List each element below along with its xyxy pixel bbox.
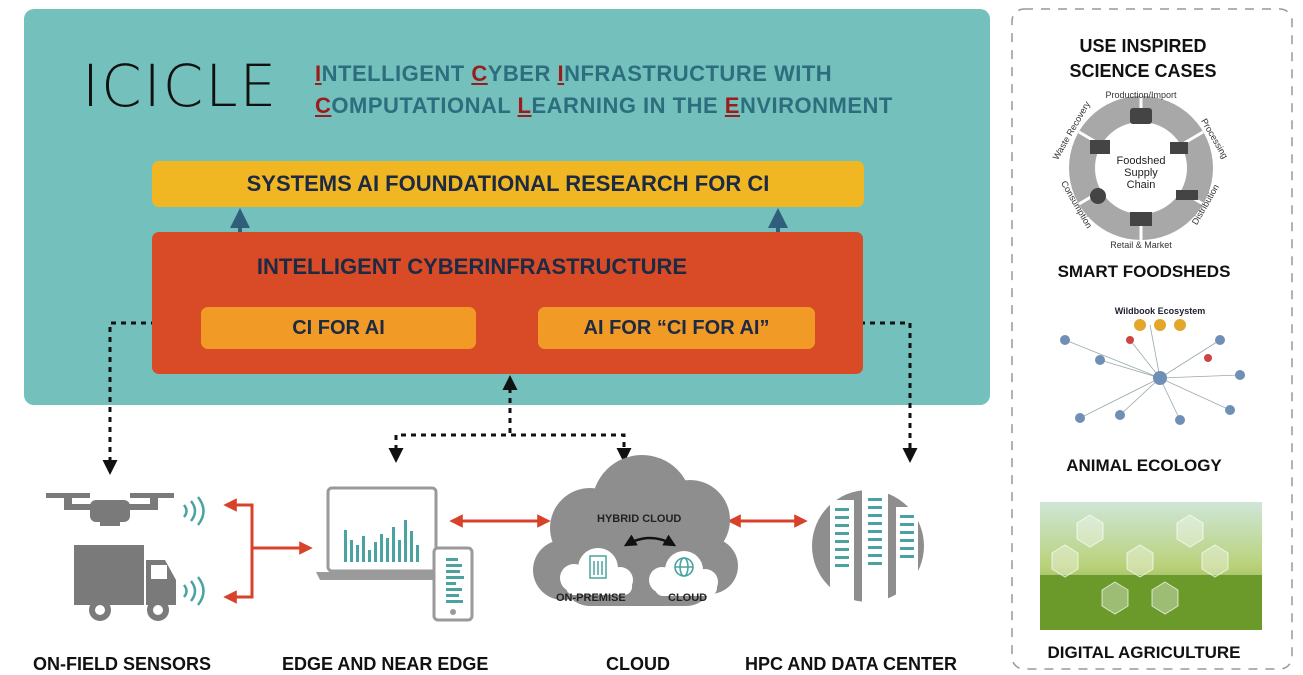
drone-icon: [46, 493, 174, 526]
laptop-icon: [316, 486, 450, 580]
dotted-center-branch: [388, 433, 632, 463]
foodshed-center: Foodshed: [1117, 155, 1166, 167]
ai-for-ci-for-ai-box: AI FOR “CI FOR AI”: [538, 307, 815, 349]
on-premise-label: ON-PREMISE: [556, 592, 626, 604]
intelligent-ci-box: [152, 232, 863, 374]
science-cases-panel: [1011, 8, 1293, 670]
case-animal-ecology: ANIMAL ECOLOGY: [1066, 456, 1222, 475]
wildbook-title: Wildbook Ecosystem: [1115, 306, 1205, 316]
cloud-small-label: CLOUD: [668, 592, 708, 604]
case-digital-agriculture: DIGITAL AGRICULTURE: [1047, 643, 1241, 662]
label-edge: EDGE AND NEAR EDGE: [282, 654, 489, 674]
acronym-line-2: COMPUTATIONAL LEARNING IN THE ENVIRONMEN…: [315, 93, 893, 118]
truck-icon: [74, 545, 176, 621]
acronym-line-1: INTELLIGENT CYBER INFRASTRUCTURE WITH: [315, 61, 833, 86]
globe-icon: [674, 557, 694, 577]
wildbook-network-image: [1020, 300, 1270, 440]
brand-title: ICICLE: [82, 52, 279, 120]
heading-line: USE INSPIRED: [1079, 36, 1207, 56]
building-icon: [589, 555, 607, 579]
label-hpc: HPC AND DATA CENTER: [745, 654, 957, 674]
label-on-field-sensors: ON-FIELD SENSORS: [33, 654, 212, 674]
phone-icon: [432, 546, 474, 622]
systems-ai-research-bar: SYSTEMS AI FOUNDATIONAL RESEARCH FOR CI: [152, 161, 864, 207]
case-smart-foodsheds: SMART FOODSHEDS: [1057, 262, 1231, 281]
public-cloud: [649, 551, 718, 596]
signal-icon: [182, 496, 205, 526]
signal-icon: [182, 576, 205, 606]
science-cases-heading: USE INSPIRED SCIENCE CASES: [1030, 34, 1256, 84]
agriculture-image: [1040, 502, 1262, 630]
hybrid-link-arrow: [623, 534, 677, 547]
ring-label: Retail & Market: [1110, 240, 1172, 250]
foodshed-center: Chain: [1127, 179, 1156, 191]
data-center-icon: [812, 490, 924, 604]
heading-line: SCIENCE CASES: [1069, 61, 1217, 81]
arrow-sensors-bracket: [223, 498, 254, 604]
label-cloud: CLOUD: [606, 654, 670, 674]
acronym-expansion: INTELLIGENT CYBER INFRASTRUCTURE WITH CO…: [315, 58, 893, 122]
hybrid-cloud-label: HYBRID CLOUD: [597, 513, 682, 525]
ring-label: Production/Import: [1105, 90, 1177, 100]
foodshed-diagram: [1069, 96, 1213, 240]
foodshed-center: Supply: [1124, 167, 1158, 179]
intelligent-ci-title: INTELLIGENT CYBERINFRASTRUCTURE: [256, 254, 688, 279]
ci-for-ai-box: CI FOR AI: [201, 307, 476, 349]
